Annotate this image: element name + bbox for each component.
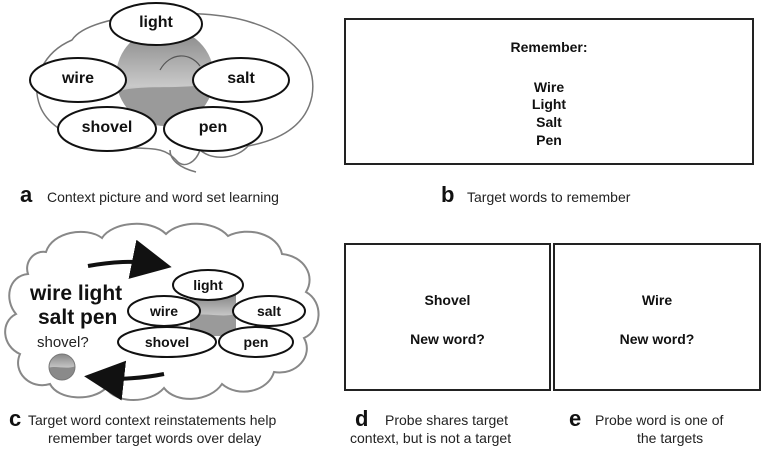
caption-c-line2: remember target words over delay <box>48 430 262 446</box>
probe-word-d: Shovel <box>424 292 471 308</box>
target-word-4: Pen <box>536 132 562 148</box>
question-d: New word? <box>410 331 485 347</box>
word-oval-salt <box>192 57 290 103</box>
panel-letter-e: e <box>569 406 582 431</box>
word-oval-wire <box>29 57 127 103</box>
probe-context-picture <box>48 353 76 381</box>
target-word-3: Salt <box>536 114 562 130</box>
probe-word-e: Wire <box>641 292 673 308</box>
caption-e-line2: the targets <box>637 430 704 446</box>
caption-d-line1: Probe shares target <box>385 412 508 428</box>
word-salt-c: salt <box>256 303 282 319</box>
caption-d-line2: context, but is not a target <box>350 430 512 446</box>
recalled-words-line2: salt pen <box>38 306 118 329</box>
word-oval-light-c <box>172 269 244 301</box>
word-oval-salt-c <box>232 295 306 327</box>
caption-a: Context picture and word set learning <box>47 189 279 205</box>
arrow-forward <box>87 239 172 279</box>
word-shovel-c: shovel <box>144 334 190 350</box>
panel-letter-b: b <box>441 182 455 207</box>
caption-b: Target words to remember <box>467 189 631 205</box>
word-wire: wire <box>61 70 94 87</box>
word-pen-c: pen <box>243 334 269 350</box>
panel-letter-c: c <box>9 406 22 431</box>
word-oval-wire-c <box>127 295 201 327</box>
panel-d-box: Shovel New word? <box>344 243 551 391</box>
word-oval-pen-c <box>218 326 294 358</box>
word-light-c: light <box>193 277 223 293</box>
probe-word: shovel? <box>37 334 89 351</box>
word-wire-c: wire <box>149 303 178 319</box>
recalled-words-line1: wire light <box>30 282 123 305</box>
arrow-back <box>84 360 165 401</box>
word-oval-shovel <box>57 106 157 152</box>
word-oval-shovel-c <box>117 326 217 358</box>
panel-letter-a: a <box>20 182 33 207</box>
word-salt: salt <box>227 70 255 87</box>
caption-c-line1: Target word context reinstatements help <box>28 412 277 428</box>
word-oval-pen <box>163 106 263 152</box>
question-e: New word? <box>619 331 695 347</box>
target-word-2: Light <box>531 96 567 112</box>
word-oval-light <box>109 2 203 46</box>
word-light: light <box>139 14 173 31</box>
panel-b-box: Remember: Wire Light Salt Pen <box>344 18 754 165</box>
target-word-1: Wire <box>533 79 565 95</box>
caption-e-line1: Probe word is one of <box>595 412 724 428</box>
word-pen: pen <box>198 119 228 136</box>
panel-letter-d: d <box>355 406 369 431</box>
panel-e-box: Wire New word? <box>553 243 761 391</box>
remember-heading: Remember: <box>510 39 588 55</box>
word-shovel: shovel <box>81 119 133 136</box>
